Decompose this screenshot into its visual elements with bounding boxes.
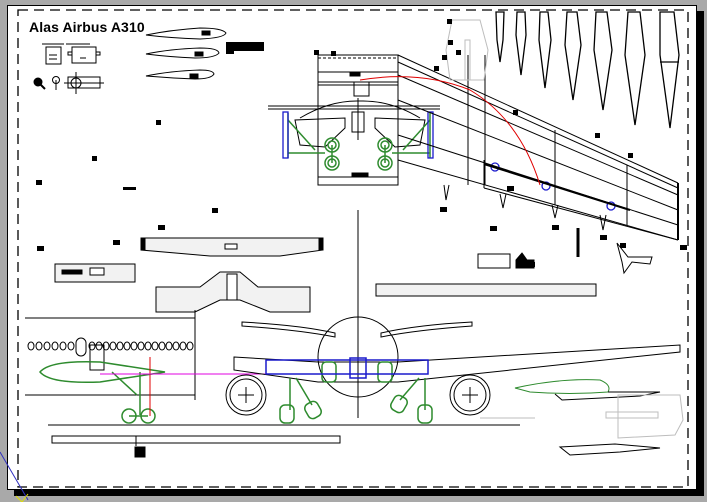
dimension-marker	[595, 133, 600, 138]
dimension-marker	[528, 262, 535, 267]
servo-icons	[33, 43, 104, 94]
fuselage-window	[116, 341, 124, 351]
fuselage-window	[130, 341, 138, 351]
fuselage-door	[75, 337, 87, 357]
template-outline	[445, 19, 489, 81]
fuselage-window	[102, 341, 110, 351]
dimension-marker	[447, 19, 452, 24]
dimension-marker	[434, 66, 439, 71]
main-gear-struts	[279, 361, 433, 424]
engine-nacelle	[476, 379, 684, 456]
fuselage-formers	[54, 237, 597, 313]
wing-rib-elevations	[495, 11, 680, 129]
drawing-sheet	[7, 5, 697, 490]
dimension-marker	[113, 240, 120, 245]
ucs-icon	[0, 451, 29, 502]
fuselage-window	[27, 341, 35, 351]
fuselage-window	[95, 341, 103, 351]
dimension-marker	[212, 208, 218, 213]
dimension-marker	[37, 246, 44, 251]
dimension-marker	[552, 225, 559, 230]
block-fill	[226, 42, 264, 51]
dimension-marker	[628, 153, 633, 158]
dimension-marker	[123, 187, 136, 190]
fuselage-window	[35, 341, 43, 351]
main-gear-bay-top-view	[268, 54, 440, 186]
dimension-marker	[600, 235, 607, 240]
front-view	[225, 210, 681, 418]
wing-planform	[397, 54, 679, 241]
side-view-fuselage	[25, 310, 520, 458]
fuselage-window	[137, 341, 145, 351]
dimension-marker	[620, 243, 626, 248]
dimension-marker	[513, 110, 518, 115]
dimension-marker	[36, 180, 42, 185]
drawing-title: Alas Airbus A310	[29, 19, 145, 35]
fuselage-window	[144, 341, 152, 351]
dimension-marker	[92, 156, 97, 161]
wing-rib-templates	[145, 27, 227, 80]
dashed-margin-border	[17, 9, 689, 488]
dimension-markers	[36, 19, 687, 267]
hydraulic-lines-top-view	[282, 111, 616, 211]
fuselage-window	[43, 341, 51, 351]
dimension-marker	[442, 55, 447, 60]
block-fill	[226, 49, 234, 54]
fuselage-window	[109, 341, 117, 351]
fuselage-window	[88, 341, 96, 351]
hydraulic-lines-front	[265, 357, 429, 379]
main-gear-wheels-top-view	[287, 113, 431, 171]
fuselage-window	[123, 341, 131, 351]
fuselage-window	[172, 341, 180, 351]
dimension-marker	[448, 40, 453, 45]
fuselage-window	[179, 341, 187, 351]
fuselage-window	[151, 341, 159, 351]
dimension-marker	[456, 50, 461, 55]
dimension-marker	[158, 225, 165, 230]
fuselage-window	[165, 341, 173, 351]
fuselage-window	[51, 341, 59, 351]
dimension-marker	[156, 120, 161, 125]
fuselage-window	[158, 341, 166, 351]
guide-arc	[359, 76, 541, 186]
nose-gear	[39, 360, 166, 424]
dimension-marker	[680, 245, 687, 250]
tail-fin	[616, 242, 653, 275]
dimension-marker	[507, 186, 514, 191]
dimension-marker	[331, 51, 336, 56]
fuselage-window	[186, 341, 194, 351]
fuselage-window	[59, 341, 67, 351]
dimension-marker	[314, 50, 319, 55]
fuselage-windows	[27, 337, 194, 357]
dimension-marker	[440, 207, 447, 212]
dimension-marker	[490, 226, 497, 231]
fuselage-window	[67, 341, 75, 351]
